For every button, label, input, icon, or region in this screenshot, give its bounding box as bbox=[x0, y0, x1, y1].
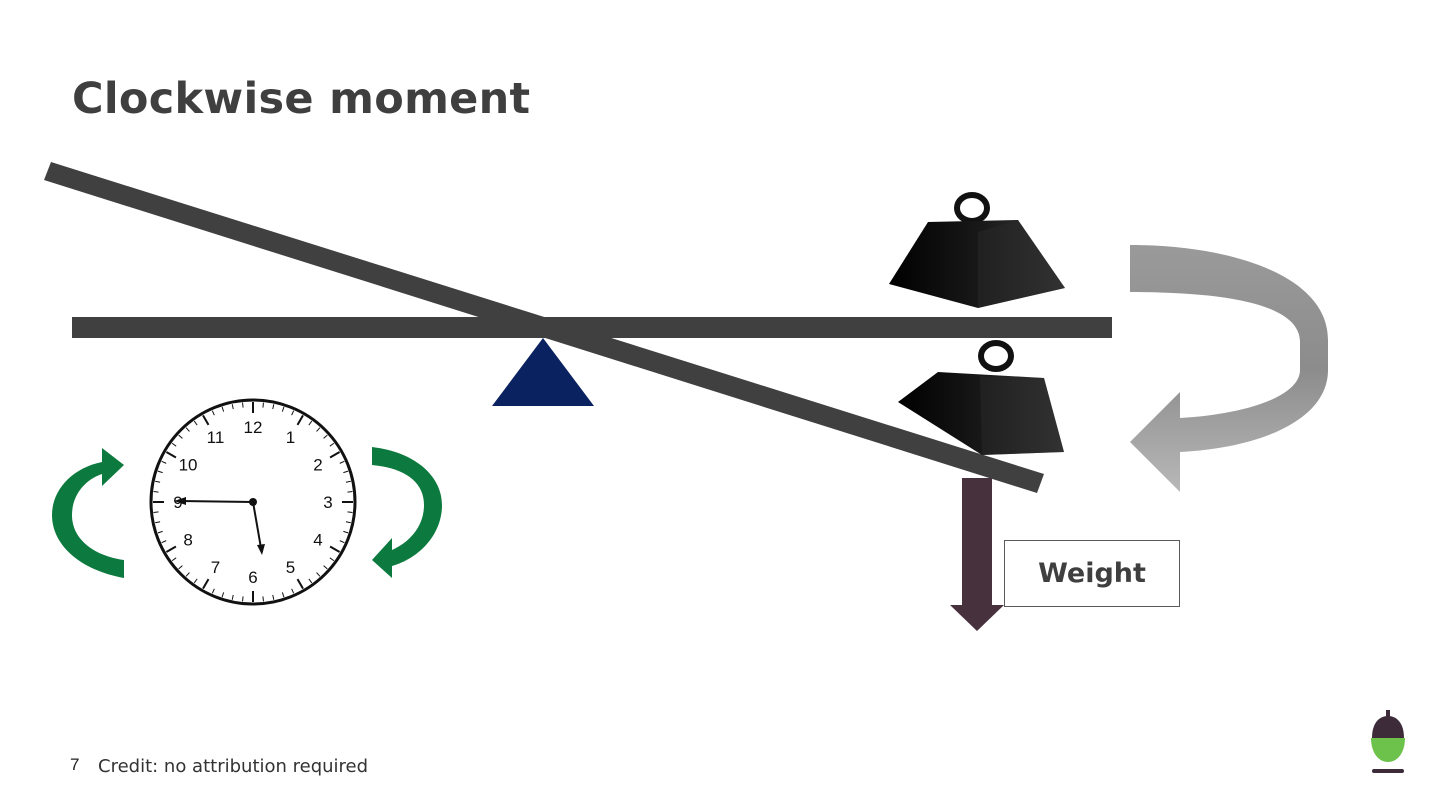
clock-tick bbox=[231, 404, 234, 410]
clock-minute-hand bbox=[179, 500, 254, 503]
clock-numeral: 2 bbox=[313, 456, 322, 475]
fulcrum-triangle bbox=[492, 338, 594, 406]
clock-tick bbox=[157, 470, 163, 474]
tilted-beam bbox=[44, 162, 1044, 493]
clock-tick bbox=[339, 460, 345, 464]
clock-tick bbox=[323, 434, 328, 439]
slide-title: Clockwise moment bbox=[72, 74, 531, 124]
clock-tick bbox=[262, 596, 264, 602]
clock-numeral: 3 bbox=[323, 493, 332, 512]
credit-text: Credit: no attribution required bbox=[98, 756, 369, 777]
clock-tick bbox=[171, 442, 177, 447]
clock-tick bbox=[211, 410, 215, 416]
clock-tick bbox=[157, 530, 163, 534]
clock-numeral: 10 bbox=[179, 456, 198, 475]
clock-numeral: 5 bbox=[286, 558, 295, 577]
clock-tick bbox=[178, 434, 183, 439]
clock-tick bbox=[343, 470, 349, 474]
clock-tick bbox=[155, 480, 161, 483]
clock-tick bbox=[171, 557, 177, 562]
level-beam bbox=[72, 317, 1112, 338]
clock-tick bbox=[202, 414, 210, 426]
clock-tick bbox=[193, 420, 198, 426]
clock-numeral: 4 bbox=[313, 531, 322, 550]
clock-tick bbox=[329, 545, 341, 553]
clock-tick bbox=[193, 578, 198, 584]
page-number: 7 bbox=[70, 755, 80, 774]
clock-tick bbox=[221, 592, 225, 598]
clock-tick bbox=[329, 451, 341, 459]
clock-tick bbox=[262, 402, 264, 408]
clock-tick bbox=[185, 427, 190, 432]
weight-force-arrow bbox=[950, 478, 1004, 631]
clock-tick bbox=[153, 491, 159, 493]
clock-tick bbox=[165, 545, 177, 553]
clock-tick bbox=[329, 557, 335, 562]
clock-numeral: 12 bbox=[244, 418, 263, 437]
clock-numeral: 6 bbox=[248, 568, 257, 587]
clock-tick bbox=[308, 578, 313, 584]
clock-tick bbox=[178, 565, 183, 570]
anticlockwise-green-arrow-icon bbox=[52, 448, 124, 578]
clock-tick bbox=[153, 511, 159, 513]
clock-tick bbox=[316, 572, 321, 577]
clock-hour-hand bbox=[252, 501, 262, 549]
clock-numeral: 9 bbox=[173, 493, 182, 512]
clock-tick bbox=[272, 594, 275, 600]
clock-tick bbox=[347, 491, 353, 493]
clock-tick bbox=[211, 588, 215, 594]
clock-tick bbox=[291, 410, 295, 416]
clockwise-green-arrow-icon bbox=[372, 447, 442, 578]
clock-numeral: 8 bbox=[183, 531, 192, 550]
clock-numeral: 11 bbox=[207, 428, 225, 447]
clock-tick bbox=[281, 592, 285, 598]
clock-tick bbox=[296, 578, 304, 590]
clockwise-rotation-arrow-icon bbox=[1130, 245, 1328, 492]
weight-label: Weight bbox=[1038, 558, 1146, 589]
clock-tick bbox=[291, 588, 295, 594]
weight-icon bbox=[889, 192, 1065, 308]
clock-tick bbox=[347, 511, 353, 513]
clock-tick bbox=[242, 596, 244, 602]
clock-tick bbox=[345, 521, 351, 524]
clock-tick bbox=[329, 442, 335, 447]
clock-tick bbox=[308, 420, 313, 426]
acorn-logo-icon bbox=[1371, 710, 1405, 773]
clock-tick bbox=[165, 451, 177, 459]
clock-tick bbox=[155, 521, 161, 524]
clock-tick bbox=[296, 414, 304, 426]
weight-icon bbox=[898, 340, 1064, 455]
clock-tick bbox=[242, 402, 244, 408]
clock-tick bbox=[316, 427, 321, 432]
clock-tick bbox=[323, 565, 328, 570]
clock-tick bbox=[281, 406, 285, 412]
weight-label-box: Weight bbox=[1004, 540, 1180, 607]
clock-tick bbox=[161, 540, 167, 544]
clock-tick bbox=[272, 404, 275, 410]
clock-numeral: 7 bbox=[211, 558, 220, 577]
clock-tick bbox=[185, 572, 190, 577]
clock-tick bbox=[339, 540, 345, 544]
clock-tick bbox=[343, 530, 349, 534]
clock-tick bbox=[202, 578, 210, 590]
clock-tick bbox=[161, 460, 167, 464]
clock-tick bbox=[345, 480, 351, 483]
clock-tick bbox=[221, 406, 225, 412]
clock-numeral: 1 bbox=[286, 428, 295, 447]
clock-tick bbox=[231, 594, 234, 600]
